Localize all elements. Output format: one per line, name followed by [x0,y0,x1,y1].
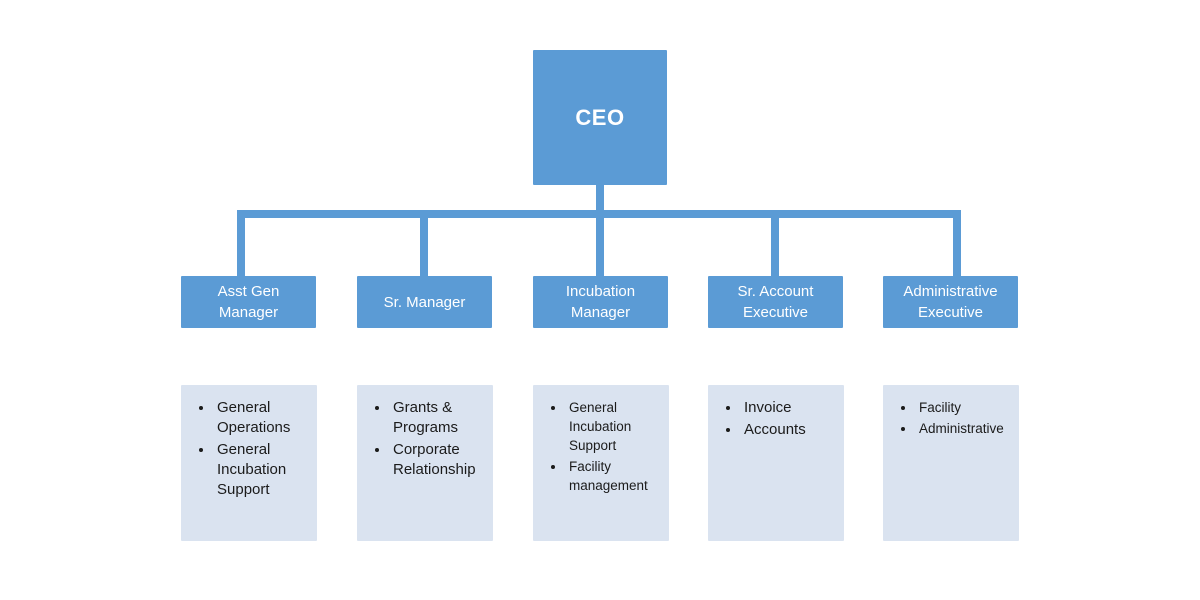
list-item: Corporate Relationship [390,440,488,480]
org-node-label: Sr. Account Executive [737,283,814,321]
list-item: Accounts [741,420,839,440]
list-item: Facility [916,398,1014,417]
responsibilities-list: General Incubation Support Facility mana… [533,398,669,495]
responsibilities-card-sr-manager: Grants & Programs Corporate Relationship [357,385,493,541]
list-item: General Operations [214,398,312,438]
org-node-label: Asst Gen Manager [217,283,280,321]
responsibilities-list: Facility Administrative [883,398,1019,438]
org-node-sr-manager: Sr. Manager [357,276,492,328]
responsibilities-card-incubation-manager: General Incubation Support Facility mana… [533,385,669,541]
org-node-label: Administrative Executive [903,283,998,321]
list-item: General Incubation Support [566,398,664,455]
org-node-administrative-executive: Administrative Executive [883,276,1018,328]
org-node-ceo-label: CEO [575,104,625,130]
connector-ceo-stem [596,184,604,218]
responsibilities-list: Invoice Accounts [708,398,844,440]
connector-drop-sr-account-executive [771,210,779,277]
connector-drop-sr-manager [420,210,428,277]
connector-drop-asst-gen-manager [237,210,245,277]
responsibilities-card-asst-gen-manager: General Operations General Incubation Su… [181,385,317,541]
responsibilities-list: General Operations General Incubation Su… [181,398,317,500]
list-item: General Incubation Support [214,440,312,500]
responsibilities-card-sr-account-executive: Invoice Accounts [708,385,844,541]
org-node-sr-account-executive: Sr. Account Executive [708,276,843,328]
org-node-asst-gen-manager: Asst Gen Manager [181,276,316,328]
org-node-label: Sr. Manager [383,293,466,311]
list-item: Facility management [566,457,664,495]
org-node-ceo: CEO [533,50,667,185]
connector-drop-administrative-executive [953,210,961,277]
list-item: Grants & Programs [390,398,488,438]
responsibilities-list: Grants & Programs Corporate Relationship [357,398,493,480]
list-item: Administrative [916,419,1014,438]
list-item: Invoice [741,398,839,418]
org-node-incubation-manager: Incubation Manager [533,276,668,328]
org-node-label: Incubation Manager [565,283,636,321]
connector-drop-incubation-manager [596,210,604,277]
responsibilities-card-administrative-executive: Facility Administrative [883,385,1019,541]
